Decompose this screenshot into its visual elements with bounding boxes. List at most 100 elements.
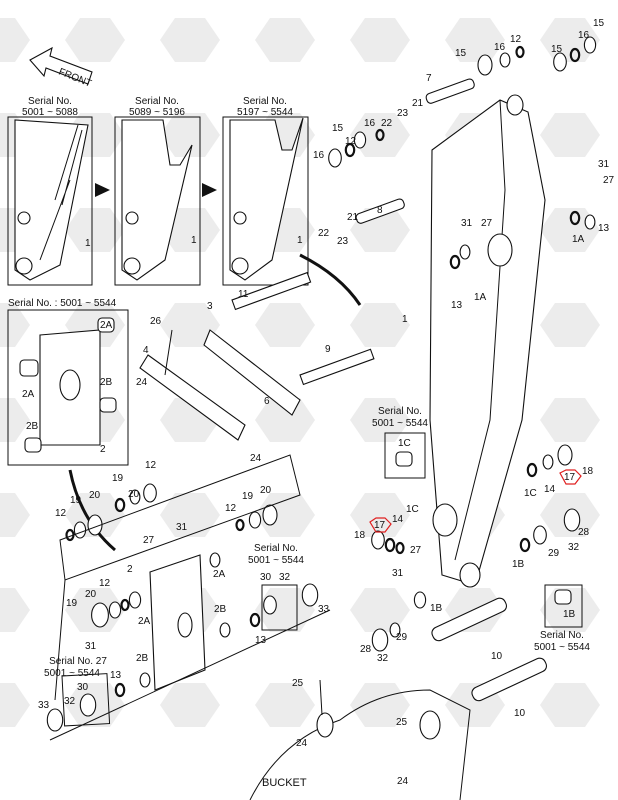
- part-callout: 12: [510, 34, 522, 45]
- part-callout: 18: [582, 466, 594, 477]
- part-callout: 2: [127, 564, 133, 575]
- part-callout: 28: [578, 527, 590, 538]
- part-callout: 22: [318, 228, 330, 239]
- ring-part: [46, 708, 64, 732]
- part-callout: 20: [260, 485, 272, 496]
- ring-part: [569, 47, 581, 63]
- arrow-right-icon: [202, 183, 217, 197]
- ring-part: [139, 672, 151, 688]
- ring-part: [108, 601, 122, 619]
- part-callout: 20: [85, 589, 97, 600]
- part-callout: 21: [347, 212, 359, 223]
- part-callout: 3: [207, 301, 213, 312]
- watermark-logo-icon: [350, 113, 410, 157]
- part-callout: 1C: [398, 438, 411, 449]
- part-callout: 27: [143, 535, 155, 546]
- ring-part: [395, 541, 405, 555]
- serial-box-1b: [544, 584, 583, 628]
- serial-range: 5001 ~ 5544: [534, 642, 590, 653]
- part-callout: 14: [392, 514, 404, 525]
- part-callout: 9: [325, 344, 331, 355]
- part-callout: 13: [598, 223, 610, 234]
- part-callout: 15: [332, 123, 344, 134]
- variant-box-1: [7, 116, 93, 286]
- ring-part: [301, 583, 319, 607]
- highlight-hexagon-icon: [369, 517, 392, 533]
- watermark-logo-icon: [0, 493, 30, 537]
- ring-part: [477, 54, 493, 76]
- part-callout: 24: [296, 738, 308, 749]
- ring-part: [459, 244, 471, 260]
- part-callout: 1: [402, 314, 408, 325]
- linkage-arms: [139, 271, 375, 441]
- part-callout: 2: [100, 444, 106, 455]
- part-callout: 16: [313, 150, 325, 161]
- part-callout: 1C: [406, 504, 419, 515]
- watermark-logo-icon: [540, 683, 600, 727]
- part-callout: 31: [461, 218, 473, 229]
- watermark-logo-icon: [350, 493, 410, 537]
- serial-title: Serial No.: [254, 543, 298, 554]
- part-callout: 32: [568, 542, 580, 553]
- ring-part: [519, 537, 531, 553]
- watermark-logo-icon: [0, 683, 30, 727]
- ring-part: [120, 598, 130, 612]
- part-callout: 22: [381, 118, 393, 129]
- ring-part: [219, 622, 231, 638]
- part-callout: 13: [255, 635, 267, 646]
- part-callout: 20: [89, 490, 101, 501]
- serial-range: 5001 ~ 5544: [44, 668, 100, 679]
- part-callout: 1: [85, 238, 91, 249]
- variant-box-3: [222, 116, 309, 286]
- ring-part: [389, 622, 401, 638]
- pins: [355, 78, 547, 702]
- ring-part: [515, 45, 525, 59]
- ring-part: [143, 483, 157, 503]
- part-callout: 19: [112, 473, 124, 484]
- ring-part: [449, 254, 461, 270]
- watermark-logo-icon: [350, 303, 410, 347]
- watermark-logo-icon: [350, 588, 410, 632]
- part-callout: 25: [396, 717, 408, 728]
- ring-part: [353, 131, 367, 149]
- part-callout: 32: [377, 653, 389, 664]
- ring-part: [262, 504, 278, 526]
- part-callout: 2B: [100, 377, 113, 388]
- arrow-right-icon: [95, 183, 110, 197]
- part-callout: 31: [392, 568, 404, 579]
- ring-part: [328, 148, 342, 168]
- part-callout: 26: [150, 316, 162, 327]
- part-callout: 1B: [430, 603, 443, 614]
- watermark-logo-icon: [350, 18, 410, 62]
- ring-part: [375, 128, 385, 142]
- ring-part: [584, 214, 596, 230]
- watermark-logo-icon: [0, 398, 30, 442]
- watermark-logo-icon: [160, 303, 220, 347]
- part-callout: 30: [77, 682, 89, 693]
- part-callout: 27: [410, 545, 422, 556]
- part-callout: 2A: [100, 320, 113, 331]
- watermark-logo-icon: [65, 18, 125, 62]
- part-callout: 28: [360, 644, 372, 655]
- part-callout: 20: [128, 489, 140, 500]
- serial-title: Serial No.: [243, 96, 287, 107]
- ring-part: [384, 537, 396, 553]
- part-callout: 19: [242, 491, 254, 502]
- ring-part: [209, 552, 221, 568]
- part-callout: 19: [70, 495, 82, 506]
- ring-part: [73, 521, 87, 539]
- serial-variant-panels: [7, 116, 309, 286]
- part-callout: 12: [55, 508, 67, 519]
- serial-labels: Serial No. 5001 ~ 5088 Serial No. 5089 ~…: [8, 96, 590, 789]
- part-callout: 21: [412, 98, 424, 109]
- serial-range: 5001 ~ 5088: [22, 107, 78, 118]
- part-callout: 2B: [26, 421, 39, 432]
- part-callout: 1B: [512, 559, 525, 570]
- part-callout: 29: [548, 548, 560, 559]
- watermark-logo-icon: [65, 208, 125, 252]
- part-callout: 12: [145, 460, 157, 471]
- watermark-logo-icon: [540, 18, 600, 62]
- ring-part: [533, 525, 547, 545]
- ring-part: [371, 530, 385, 550]
